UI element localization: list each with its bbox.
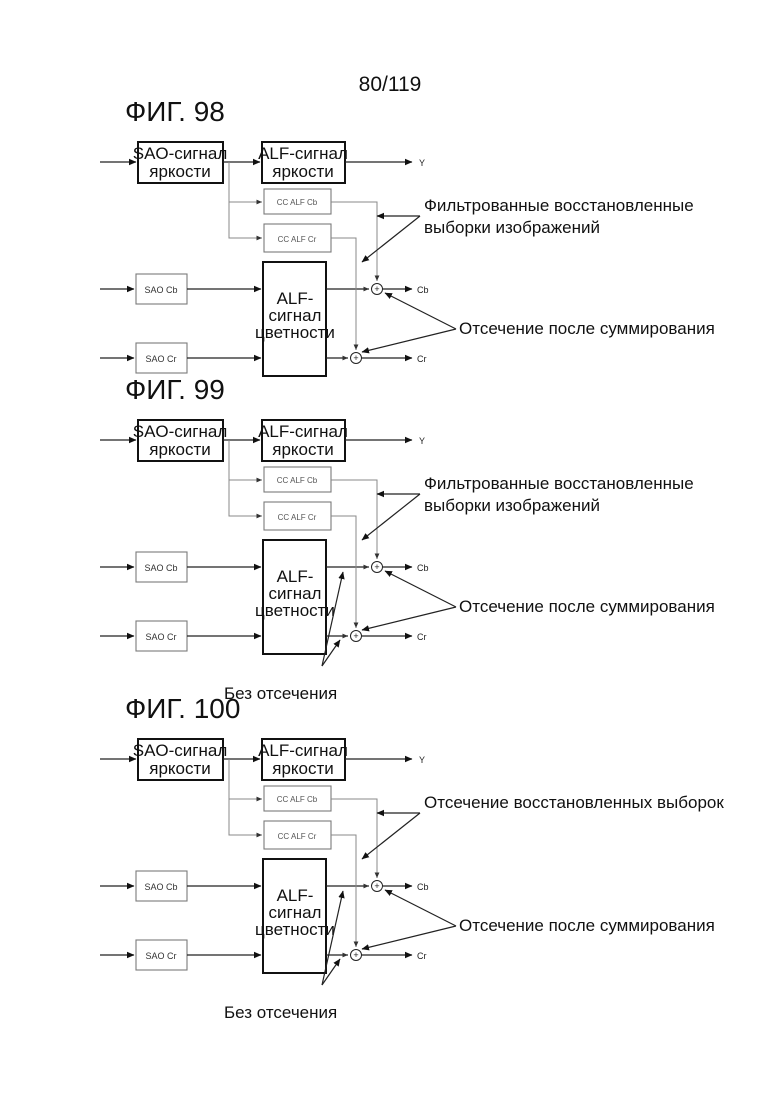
tap-to-cc-alf-cb	[229, 440, 262, 480]
note-upper-leader-cr	[362, 813, 420, 859]
tap-to-cc-alf-cr	[229, 799, 262, 835]
alf-luma-label-line: ALF-сигнал	[258, 144, 348, 163]
figure-title: ФИГ. 98	[125, 96, 225, 127]
note-upper-leader-cr	[362, 494, 420, 540]
note-lower-line: Отсечение после суммирования	[459, 916, 715, 935]
note-lower: Отсечение после суммирования	[459, 916, 715, 935]
tap-to-cc-alf-cr	[229, 202, 262, 238]
note-bottom: Без отсечения	[224, 1003, 337, 1022]
note-lower-leader-cb	[385, 571, 456, 607]
cc-alf-cb-to-sum	[331, 480, 377, 559]
figure-2: ФИГ. 99SAO-сигналяркостиALF-сигналяркост…	[100, 374, 715, 703]
note-upper-line: Фильтрованные восстановленные	[424, 474, 694, 493]
note-lower-line: Отсечение после суммирования	[459, 597, 715, 616]
sao-cr-label: SAO Cr	[145, 951, 176, 961]
sao-luma-label-line: SAO-сигнал	[133, 422, 228, 441]
output-y-label: Y	[419, 436, 425, 446]
sum-node-cb-mark: +	[374, 284, 379, 294]
note-lower-leader-cr	[362, 926, 456, 949]
alf-chroma-label-line: цветности	[255, 323, 335, 342]
note-bottom: Без отсечения	[224, 684, 337, 703]
figure-1: ФИГ. 98SAO-сигналяркостиALF-сигналяркост…	[100, 96, 715, 376]
alf-luma-label-line: яркости	[272, 162, 334, 181]
output-y-label: Y	[419, 158, 425, 168]
note-lower-leader-cb	[385, 293, 456, 329]
alf-luma-label-line: ALF-сигнал	[258, 422, 348, 441]
sao-cr-label: SAO Cr	[145, 354, 176, 364]
figure-title: ФИГ. 100	[125, 693, 240, 724]
cc-alf-cb-to-sum	[331, 202, 377, 281]
tap-to-cc-alf-cr	[229, 480, 262, 516]
note-upper: Отсечение восстановленных выборок	[424, 793, 724, 812]
cc-alf-cr-label: CC ALF Cr	[278, 235, 317, 244]
figures-container: ФИГ. 98SAO-сигналяркостиALF-сигналяркост…	[100, 96, 724, 1022]
sao-luma-label-line: яркости	[149, 162, 211, 181]
figure-title: ФИГ. 99	[125, 374, 225, 405]
cc-alf-cb-label: CC ALF Cb	[277, 795, 318, 804]
sao-cb-label: SAO Cb	[144, 882, 177, 892]
note-lower-leader-cr	[362, 607, 456, 630]
sao-cb-label: SAO Cb	[144, 285, 177, 295]
note-upper: Фильтрованные восстановленные выборки изо…	[424, 474, 694, 515]
sao-luma-label-line: SAO-сигнал	[133, 741, 228, 760]
sao-cr-label: SAO Cr	[145, 632, 176, 642]
note-upper-line: Отсечение восстановленных выборок	[424, 793, 724, 812]
output-cb-label: Cb	[417, 563, 429, 573]
alf-luma-label-line: яркости	[272, 759, 334, 778]
alf-chroma-label-line: цветности	[255, 920, 335, 939]
cc-alf-cb-to-sum	[331, 799, 377, 878]
figure-3: ФИГ. 100SAO-сигналяркостиALF-сигналяркос…	[100, 693, 724, 1022]
sum-node-cr-mark: +	[353, 950, 358, 960]
output-cr-label: Cr	[417, 354, 427, 364]
cc-alf-cr-label: CC ALF Cr	[278, 832, 317, 841]
alf-chroma-label-line: цветности	[255, 601, 335, 620]
note-upper: Фильтрованные восстановленные выборки изо…	[424, 196, 694, 237]
sum-node-cr-mark: +	[353, 353, 358, 363]
note-upper-line: выборки изображений	[424, 218, 600, 237]
note-lower-leader-cr	[362, 329, 456, 352]
output-cb-label: Cb	[417, 285, 429, 295]
output-cb-label: Cb	[417, 882, 429, 892]
tap-to-cc-alf-cb	[229, 162, 262, 202]
note-upper-line: Фильтрованные восстановленные	[424, 196, 694, 215]
page-number: 80/119	[359, 73, 422, 96]
sao-luma-label-line: яркости	[149, 759, 211, 778]
sum-node-cb-mark: +	[374, 562, 379, 572]
alf-luma-label-line: яркости	[272, 440, 334, 459]
sao-luma-label-line: яркости	[149, 440, 211, 459]
output-y-label: Y	[419, 755, 425, 765]
tap-to-cc-alf-cb	[229, 759, 262, 799]
note-lower-line: Отсечение после суммирования	[459, 319, 715, 338]
cc-alf-cr-label: CC ALF Cr	[278, 513, 317, 522]
sum-node-cr-mark: +	[353, 631, 358, 641]
note-lower-leader-cb	[385, 890, 456, 926]
sao-luma-label-line: SAO-сигнал	[133, 144, 228, 163]
output-cr-label: Cr	[417, 951, 427, 961]
output-cr-label: Cr	[417, 632, 427, 642]
note-upper-leader-cr	[362, 216, 420, 262]
sum-node-cb-mark: +	[374, 881, 379, 891]
sao-cb-label: SAO Cb	[144, 563, 177, 573]
cc-alf-cb-label: CC ALF Cb	[277, 198, 318, 207]
note-lower: Отсечение после суммирования	[459, 597, 715, 616]
alf-luma-label-line: ALF-сигнал	[258, 741, 348, 760]
note-upper-line: выборки изображений	[424, 496, 600, 515]
cc-alf-cb-label: CC ALF Cb	[277, 476, 318, 485]
note-lower: Отсечение после суммирования	[459, 319, 715, 338]
